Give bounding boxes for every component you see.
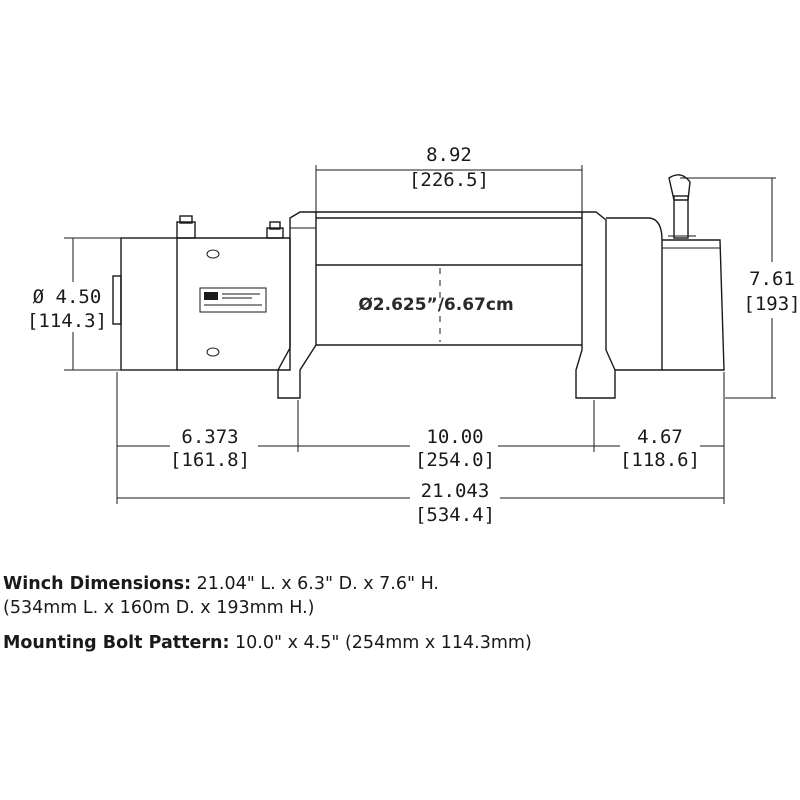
winch-dimensions-label: Winch Dimensions: (3, 574, 192, 594)
right-length-in: 4.67 (637, 426, 683, 448)
drum-length-in: 8.92 (426, 144, 472, 166)
drum-length-dimension: 8.92 [226.5] (315, 144, 583, 215)
motor-diameter-mm: [114.3] (27, 310, 107, 332)
mounting-bolt-label: Mounting Bolt Pattern: (3, 633, 230, 653)
drum-length-mm: [226.5] (409, 169, 489, 191)
mid-length-in: 10.00 (426, 426, 483, 448)
winch-dimension-drawing: 8.92 [226.5] 7.61 [193] Ø 4.50 [114.3] (27, 144, 800, 526)
bottom-dimensions: 6.373 [161.8] 10.00 [254.0] 4.67 [118.6]… (116, 372, 725, 526)
left-length-in: 6.373 (181, 426, 238, 448)
motor-diameter-dimension: Ø 4.50 [114.3] (27, 237, 122, 371)
winch-dimensions-spec: Winch Dimensions: 21.04" L. x 6.3" D. x … (3, 573, 439, 595)
winch-body (112, 174, 725, 399)
height-dimension: 7.61 [193] (680, 177, 800, 399)
drum-diameter-label: Ø2.625”/6.67cm (358, 295, 513, 315)
right-length-mm: [118.6] (620, 449, 700, 471)
height-in: 7.61 (749, 268, 795, 290)
mounting-bolt-spec: Mounting Bolt Pattern: 10.0" x 4.5" (254… (3, 632, 532, 654)
total-length-mm: [534.4] (415, 504, 495, 526)
motor-diameter-in: Ø 4.50 (33, 286, 102, 308)
mid-length-mm: [254.0] (415, 449, 495, 471)
height-mm: [193] (743, 293, 800, 315)
total-length-in: 21.043 (421, 480, 490, 502)
clutch-handle (668, 174, 696, 239)
left-length-mm: [161.8] (170, 449, 250, 471)
winch-dimensions-value: 21.04" L. x 6.3" D. x 7.6" H. (191, 574, 439, 594)
warn-label-plate (199, 287, 267, 313)
winch-dimensions-metric: (534mm L. x 160m D. x 193mm H.) (3, 598, 315, 618)
cable-drum (316, 211, 582, 346)
mounting-bolt-value: 10.0" x 4.5" (254mm x 114.3mm) (229, 633, 532, 653)
